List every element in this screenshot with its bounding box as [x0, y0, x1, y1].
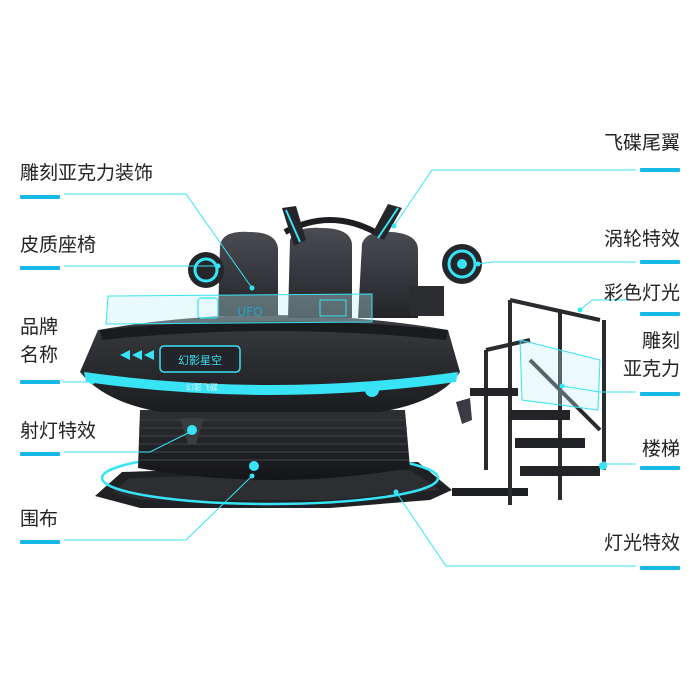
- label-underline: [20, 266, 60, 270]
- label-underline: [640, 566, 680, 570]
- stairs-steps: [470, 339, 607, 476]
- label-carved-acrylic-line2: 亚克力: [622, 358, 680, 380]
- leader-lines: [62, 169, 636, 567]
- saucer-body: 幻影星空 幻影飞碟: [80, 315, 460, 412]
- turbine: [188, 244, 482, 288]
- leader-dots: [89, 223, 607, 495]
- label-underline: [20, 540, 60, 544]
- label-turbine-effect: 涡轮特效: [603, 228, 680, 250]
- label-underline: [640, 392, 680, 396]
- acrylic-panel: UFO: [105, 293, 373, 325]
- label-brand-name-line2: 名称: [20, 344, 59, 366]
- label-underline: [20, 452, 60, 456]
- label-lighting-effect: 灯光特效: [603, 532, 680, 554]
- label-underline: [20, 195, 60, 199]
- label-ufo-tail-wing: 飞碟尾翼: [603, 132, 680, 154]
- brand-plate-text: 幻影星空: [178, 353, 222, 367]
- sub-brand-text: 幻影飞碟: [186, 382, 218, 392]
- seat-row: [218, 217, 444, 318]
- label-skirt-cloth: 围布: [20, 508, 59, 530]
- label-spotlight-effect: 射灯特效: [20, 420, 97, 442]
- label-stairs: 楼梯: [641, 438, 680, 460]
- label-underline: [640, 168, 680, 172]
- skirt-cylinder: [138, 410, 410, 480]
- label-underline: [640, 466, 680, 470]
- label-brand-name-line1: 品牌: [20, 316, 59, 338]
- label-carved-acrylic-line1: 雕刻: [641, 330, 680, 352]
- label-carved-acrylic-decoration: 雕刻亚克力装饰: [20, 162, 154, 184]
- tail-wings: [282, 204, 402, 246]
- label-underline: [20, 380, 60, 384]
- label-underline: [640, 260, 680, 264]
- panel-text: UFO: [237, 305, 262, 319]
- label-underline: [640, 312, 680, 316]
- label-leather-seat: 皮质座椅: [20, 234, 97, 256]
- label-colored-lights: 彩色灯光: [603, 282, 680, 304]
